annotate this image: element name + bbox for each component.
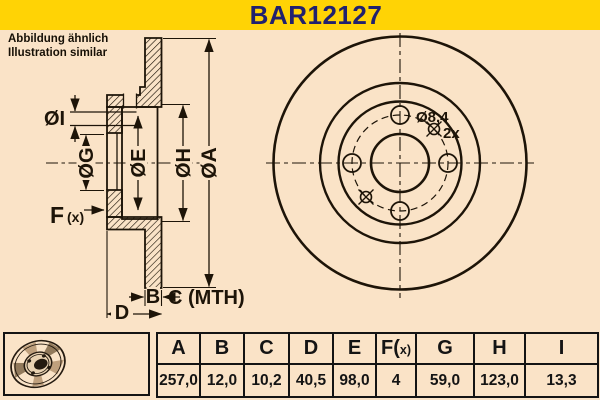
locating-hole-lower [359,190,373,204]
dim-label-diameter-e: ØE [128,149,150,178]
dimension-table: A B C D E F(x) G H I 257,0 12,0 10,2 40,… [156,332,599,398]
front-view-labels: Ø8,4 2x [416,109,460,142]
dim-label-diameter-a: ØA [198,147,221,179]
value-d: 40,5 [288,363,334,398]
outer-diameter-circle [272,35,528,291]
value-g: 59,0 [415,363,475,398]
center-bore-circle [369,132,431,194]
bolt-pitch-circle [351,114,449,212]
similarity-note: Abbildung ähnlich Illustration similar [8,33,108,60]
front-view [266,33,534,298]
header-b: B [199,332,245,365]
header-g: G [415,332,475,365]
header-e: E [332,332,377,365]
value-b: 12,0 [199,363,245,398]
hole-leader-line [420,118,432,127]
brake-disc-icon [10,339,66,389]
value-c: 10,2 [243,363,290,398]
hole-count-label: 2x [443,125,460,142]
hole-spec-label: Ø8,4 [416,109,449,126]
brand-banner: BAR12127 [0,0,600,30]
similarity-note-en: Illustration similar [8,46,108,59]
header-fx: F(x) [375,332,417,365]
value-i: 13,3 [524,363,599,398]
friction-band-inner-circle [318,81,482,245]
dim-label-f-suffix: (x) [67,209,84,225]
brake-disc-icon-box [3,332,150,396]
dim-label-c-mth: C (MTH) [168,287,245,309]
value-a: 257,0 [156,363,201,398]
table-value-row: 257,0 12,0 10,2 40,5 98,0 4 59,0 123,0 1… [156,363,599,398]
hat-diameter-circle [337,100,463,226]
dim-label-f: F [50,202,64,228]
header-a: A [156,332,201,365]
bolt-hole-top [390,105,410,125]
similarity-note-de: Abbildung ähnlich [8,33,109,45]
header-i: I [524,332,599,365]
dim-label-diameter-i: ØI [44,108,65,130]
bolt-hole-bottom [390,201,410,221]
dim-label-b: B [146,286,160,308]
dim-label-d: D [115,302,129,324]
bolt-hole-left [342,153,362,173]
header-c: C [243,332,290,365]
product-code-title: BAR12127 [249,0,383,30]
header-h: H [473,332,526,365]
dim-label-diameter-h: ØH [173,148,195,178]
locating-hole-upper [427,122,441,136]
section-view [46,37,219,322]
value-h: 123,0 [473,363,526,398]
table-header-row: A B C D E F(x) G H I [156,332,599,365]
dim-label-diameter-g: ØG [76,147,98,178]
section-view-labels: ØI ØG ØE ØH ØA F (x) B C (MTH) D [44,108,245,324]
bolt-hole-right [438,153,458,173]
value-fx: 4 [375,363,417,398]
value-e: 98,0 [332,363,377,398]
header-d: D [288,332,334,365]
